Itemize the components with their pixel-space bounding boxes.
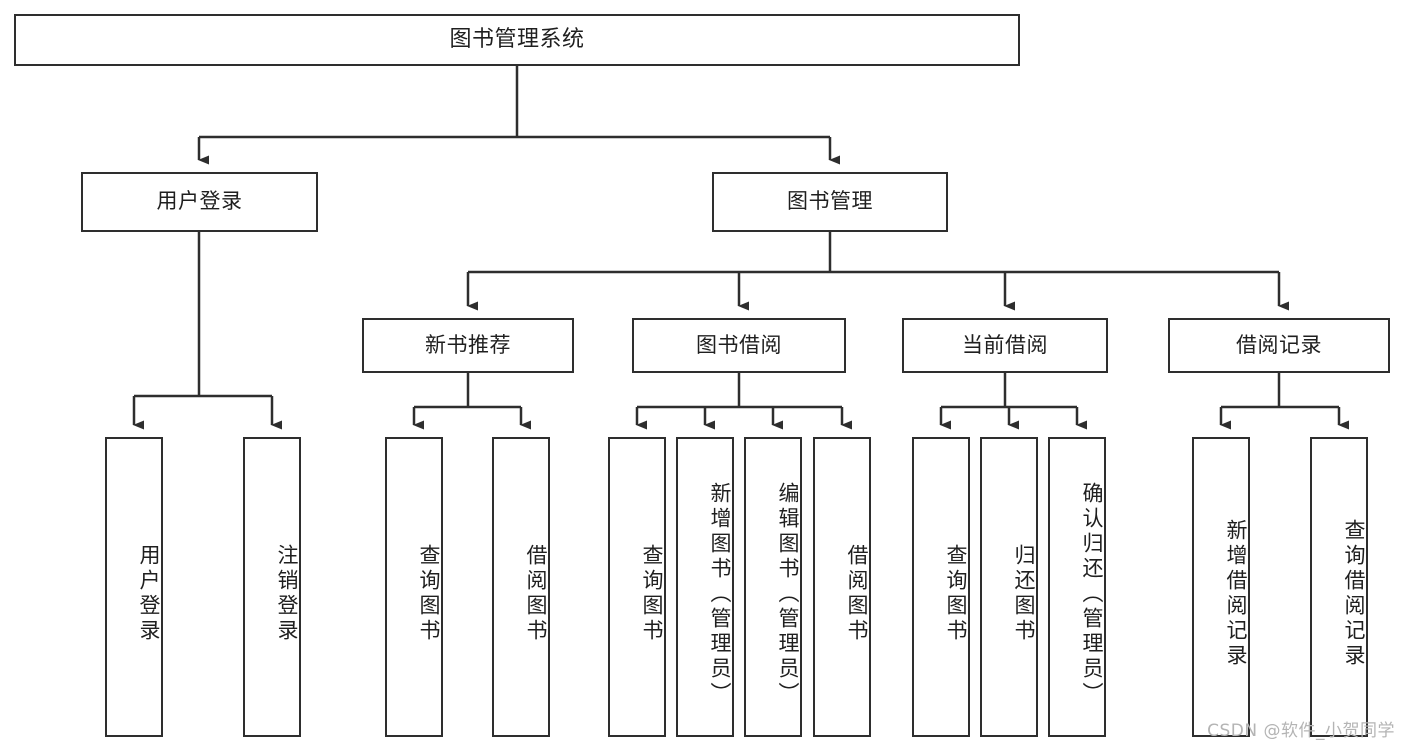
leaf-label: 查询图书 (944, 544, 968, 644)
leaf-label: 新增图书（管理员） (708, 481, 732, 707)
leaf-label: 注销登录 (275, 544, 299, 644)
leaf-add-book-admin[interactable]: 新增图书（管理员） (676, 437, 734, 737)
leaf-label: 查询图书 (640, 544, 664, 644)
leaf-borrow-book-new[interactable]: 借阅图书 (492, 437, 550, 737)
leaf-label: 借阅图书 (524, 544, 548, 644)
leaf-edit-book-admin[interactable]: 编辑图书（管理员） (744, 437, 802, 737)
leaf-query-book-borrow[interactable]: 查询图书 (608, 437, 666, 737)
leaf-query-book-new[interactable]: 查询图书 (385, 437, 443, 737)
leaf-label: 查询借阅记录 (1342, 519, 1366, 669)
leaf-label: 编辑图书（管理员） (776, 481, 800, 707)
node-current-borrow[interactable]: 当前借阅 (902, 318, 1108, 373)
node-book-management[interactable]: 图书管理 (712, 172, 948, 232)
leaf-query-book-current[interactable]: 查询图书 (912, 437, 970, 737)
leaf-label: 确认归还（管理员） (1080, 481, 1104, 707)
node-new-book-recommend[interactable]: 新书推荐 (362, 318, 574, 373)
node-book-borrow[interactable]: 图书借阅 (632, 318, 846, 373)
leaf-user-login[interactable]: 用户登录 (105, 437, 163, 737)
leaf-query-borrow-record[interactable]: 查询借阅记录 (1310, 437, 1368, 737)
node-root-system[interactable]: 图书管理系统 (14, 14, 1020, 66)
leaf-label: 查询图书 (417, 544, 441, 644)
leaf-label: 用户登录 (137, 544, 161, 644)
leaf-confirm-return-admin[interactable]: 确认归还（管理员） (1048, 437, 1106, 737)
leaf-label: 归还图书 (1012, 544, 1036, 644)
leaf-borrow-book[interactable]: 借阅图书 (813, 437, 871, 737)
leaf-label: 新增借阅记录 (1224, 519, 1248, 669)
leaf-add-borrow-record[interactable]: 新增借阅记录 (1192, 437, 1250, 737)
leaf-label: 借阅图书 (845, 544, 869, 644)
node-user-login[interactable]: 用户登录 (81, 172, 318, 232)
leaf-logout[interactable]: 注销登录 (243, 437, 301, 737)
node-borrow-record[interactable]: 借阅记录 (1168, 318, 1390, 373)
leaf-return-book[interactable]: 归还图书 (980, 437, 1038, 737)
